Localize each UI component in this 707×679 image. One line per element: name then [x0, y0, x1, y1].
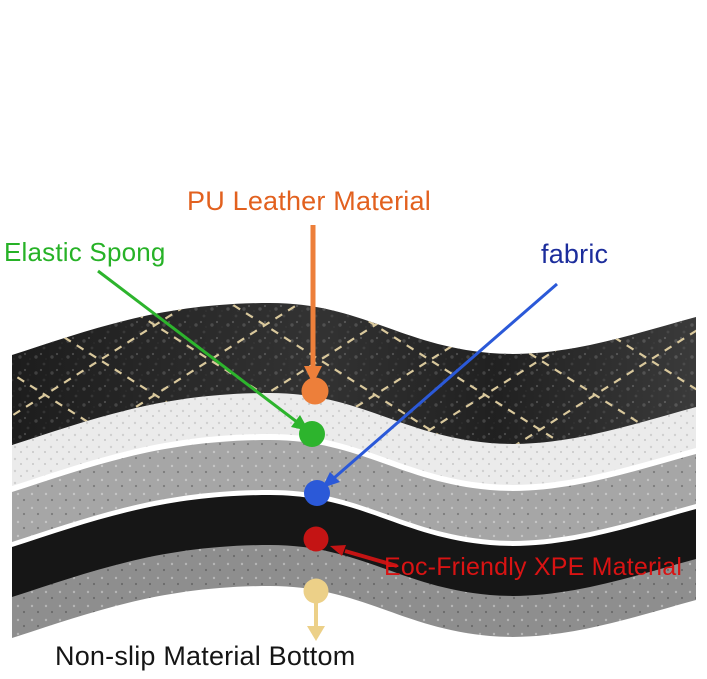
pu-leather-arrow [304, 225, 322, 384]
xpe-arrow [330, 545, 398, 568]
label-elastic-sponge: Elastic Spong [4, 237, 166, 267]
fabric-arrow [322, 282, 558, 488]
xpe-dot [303, 526, 329, 552]
fabric-dot [304, 480, 330, 506]
pu-leather-dot [301, 377, 329, 405]
label-xpe-material: Eoc-Friendly XPE Material [384, 553, 683, 581]
non-slip-arrow [307, 602, 325, 641]
label-non-slip-bottom: Non-slip Material Bottom [55, 641, 356, 671]
non-slip-dot [303, 578, 329, 604]
elastic-sponge-dot [299, 421, 325, 447]
label-fabric: fabric [541, 239, 609, 269]
label-pu-leather: PU Leather Material [187, 186, 431, 216]
